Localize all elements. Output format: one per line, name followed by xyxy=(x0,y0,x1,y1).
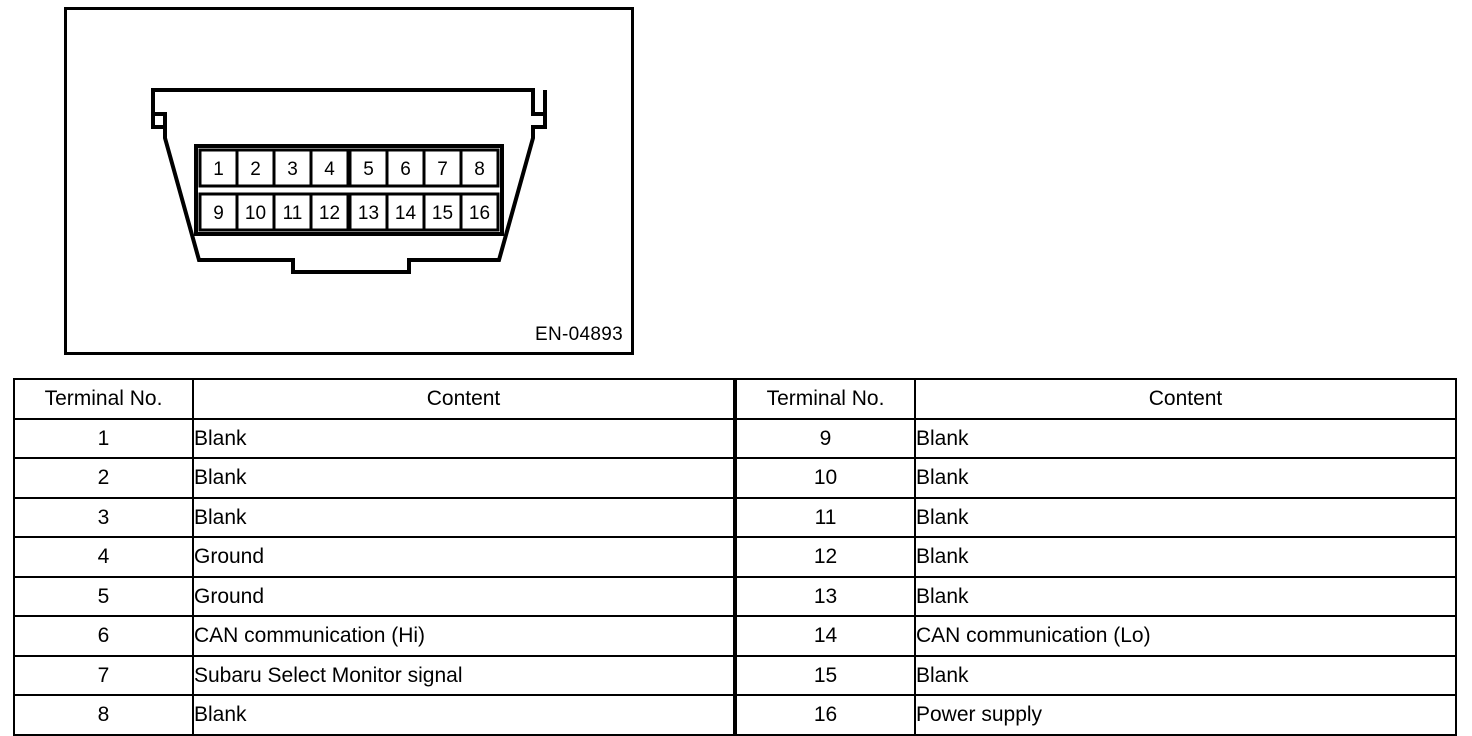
content-cell: Blank xyxy=(914,575,1457,617)
content-cell: Ground xyxy=(192,575,735,617)
pin-number-1: 1 xyxy=(213,159,224,180)
table-row: 15 Blank xyxy=(735,654,1457,696)
table-row: 8 Blank xyxy=(13,694,735,736)
pin-cell xyxy=(422,148,463,188)
terminal-no-cell: 1 xyxy=(13,417,194,459)
table-row: 5 Ground xyxy=(13,575,735,617)
pin-number-15: 15 xyxy=(432,203,453,224)
terminal-table-left: Terminal No. Content 1 Blank 2 Blank 3 B… xyxy=(13,378,735,736)
pin-cell xyxy=(235,148,276,188)
pin-row-bottom xyxy=(198,192,500,232)
content-cell: Blank xyxy=(192,457,735,499)
figure-reference-code: EN-04893 xyxy=(535,324,623,345)
content-cell: Power supply xyxy=(914,694,1457,736)
pin-cell xyxy=(459,148,500,188)
pin-number-14: 14 xyxy=(395,203,417,224)
pin-cell xyxy=(272,192,313,232)
table-row: 1 Blank xyxy=(13,417,735,459)
pin-cell xyxy=(198,192,239,232)
connector-figure-panel: 1 2 3 4 5 6 7 8 9 10 11 12 13 14 15 16 E… xyxy=(64,7,634,355)
terminal-table-right: Terminal No. Content 9 Blank 10 Blank 11… xyxy=(735,378,1457,736)
content-cell: CAN communication (Lo) xyxy=(914,615,1457,657)
content-cell: Blank xyxy=(914,457,1457,499)
terminal-no-cell: 6 xyxy=(13,615,194,657)
pin-number-8: 8 xyxy=(474,159,485,180)
content-cell: CAN communication (Hi) xyxy=(192,615,735,657)
terminal-no-cell: 10 xyxy=(735,457,916,499)
content-cell: Blank xyxy=(192,417,735,459)
terminal-no-cell: 13 xyxy=(735,575,916,617)
connector-right-tab xyxy=(533,90,547,129)
content-cell: Blank xyxy=(914,417,1457,459)
table-row: 12 Blank xyxy=(735,536,1457,578)
pin-number-3: 3 xyxy=(287,159,298,180)
terminal-no-cell: 2 xyxy=(13,457,194,499)
table-row: 13 Blank xyxy=(735,575,1457,617)
terminal-no-cell: 9 xyxy=(735,417,916,459)
pin-cell xyxy=(348,148,389,188)
content-cell: Blank xyxy=(914,496,1457,538)
content-cell: Blank xyxy=(914,654,1457,696)
terminal-no-cell: 3 xyxy=(13,496,194,538)
column-header-content: Content xyxy=(914,378,1457,420)
pin-number-13: 13 xyxy=(358,203,379,224)
terminal-no-cell: 5 xyxy=(13,575,194,617)
pin-number-6: 6 xyxy=(400,159,411,180)
terminal-no-cell: 8 xyxy=(13,694,194,736)
content-cell: Blank xyxy=(192,496,735,538)
table-header-row: Terminal No. Content xyxy=(735,378,1457,420)
connector-illustration: 1 2 3 4 5 6 7 8 9 10 11 12 13 14 15 16 xyxy=(151,88,547,274)
pin-number-2: 2 xyxy=(250,159,261,180)
table-row: 3 Blank xyxy=(13,496,735,538)
pin-cell xyxy=(235,192,276,232)
table-row: 7 Subaru Select Monitor signal xyxy=(13,654,735,696)
table-row: 11 Blank xyxy=(735,496,1457,538)
pin-number-7: 7 xyxy=(437,159,448,180)
pin-number-11: 11 xyxy=(283,203,303,224)
column-header-terminal-no: Terminal No. xyxy=(735,378,916,420)
content-cell: Blank xyxy=(192,694,735,736)
pin-cell xyxy=(309,192,350,232)
content-cell: Blank xyxy=(914,536,1457,578)
table-row: 6 CAN communication (Hi) xyxy=(13,615,735,657)
table-row: 14 CAN communication (Lo) xyxy=(735,615,1457,657)
content-cell: Ground xyxy=(192,536,735,578)
pin-row-top xyxy=(198,148,500,188)
terminal-no-cell: 12 xyxy=(735,536,916,578)
pin-cell xyxy=(459,192,500,232)
terminal-no-cell: 14 xyxy=(735,615,916,657)
pin-number-12: 12 xyxy=(319,203,340,224)
column-header-terminal-no: Terminal No. xyxy=(13,378,194,420)
column-header-content: Content xyxy=(192,378,735,420)
table-row: 9 Blank xyxy=(735,417,1457,459)
pin-cell xyxy=(309,148,350,188)
table-row: 4 Ground xyxy=(13,536,735,578)
terminal-no-cell: 15 xyxy=(735,654,916,696)
pin-number-16: 16 xyxy=(469,203,490,224)
pin-number-9: 9 xyxy=(213,203,224,224)
table-header-row: Terminal No. Content xyxy=(13,378,735,420)
table-row: 16 Power supply xyxy=(735,694,1457,736)
table-row: 2 Blank xyxy=(13,457,735,499)
terminal-no-cell: 7 xyxy=(13,654,194,696)
terminal-no-cell: 4 xyxy=(13,536,194,578)
terminal-no-cell: 11 xyxy=(735,496,916,538)
pin-number-5: 5 xyxy=(363,159,374,180)
pin-cell xyxy=(385,148,426,188)
pin-number-10: 10 xyxy=(245,203,266,224)
terminal-tables-container: Terminal No. Content 1 Blank 2 Blank 3 B… xyxy=(13,378,1457,736)
terminal-no-cell: 16 xyxy=(735,694,916,736)
table-row: 10 Blank xyxy=(735,457,1457,499)
connector-left-tab xyxy=(151,90,165,129)
pin-number-4: 4 xyxy=(324,159,335,180)
content-cell: Subaru Select Monitor signal xyxy=(192,654,735,696)
